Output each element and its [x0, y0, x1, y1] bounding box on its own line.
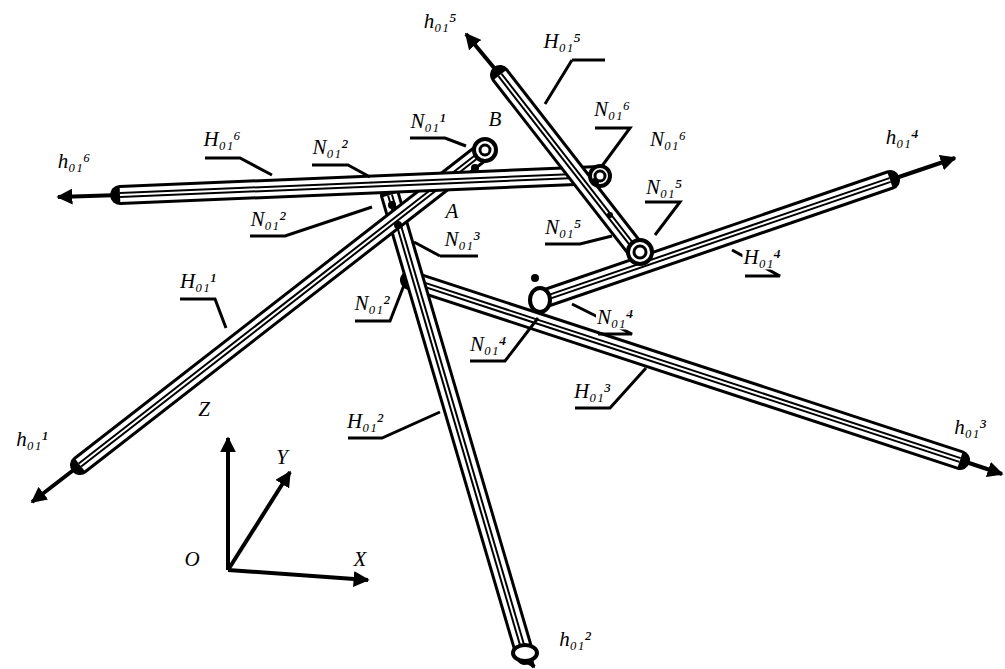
node-label: N₀₁² — [312, 136, 349, 159]
node-label: N₀₁⁵ — [544, 216, 582, 239]
joint-dot — [388, 164, 613, 282]
tube — [410, 280, 960, 460]
node-label: N₀₁¹ — [410, 110, 447, 133]
end-force-label: h₀₁⁵ — [423, 10, 457, 33]
tube — [500, 75, 640, 255]
tube-label: H₀₁⁶ — [202, 128, 241, 151]
tube-label: H₀₁² — [346, 410, 384, 433]
node-label: N₀₁⁴ — [596, 306, 634, 329]
end-force-label: h₀₁¹ — [15, 428, 48, 451]
end-force-label: h₀₁² — [558, 628, 591, 651]
node-label: N₀₁⁶ — [649, 128, 687, 151]
node-label: N₀₁² — [250, 208, 287, 231]
tube — [120, 175, 600, 195]
node-label: N₀₁⁶ — [593, 98, 631, 121]
point-label: B — [488, 108, 503, 131]
axis-label: O — [183, 548, 200, 571]
axis-label: Y — [275, 446, 289, 469]
axis-label: X — [353, 548, 368, 571]
node-label: N₀₁⁵ — [645, 176, 683, 199]
node-label: N₀₁² — [354, 292, 391, 315]
tube-end — [474, 139, 652, 661]
end-force-label: h₀₁⁴ — [885, 126, 919, 149]
point-label: A — [445, 200, 460, 223]
tube-end — [480, 145, 646, 258]
node-label: N₀₁³ — [444, 228, 481, 251]
tube-label: H₀₁⁵ — [542, 30, 581, 53]
node-label: N₀₁⁴ — [469, 333, 507, 356]
tube-label: H₀₁⁴ — [742, 246, 781, 269]
end-force-label: h₀₁⁶ — [57, 150, 91, 173]
axis-arrow — [32, 34, 1002, 667]
axis-label: Z — [197, 398, 211, 421]
end-force-label: h₀₁³ — [953, 416, 986, 439]
tube-label: H₀₁¹ — [179, 270, 217, 293]
coordinate-axis — [228, 438, 368, 580]
tube-label: H₀₁³ — [573, 380, 611, 403]
leader-line — [180, 60, 780, 438]
